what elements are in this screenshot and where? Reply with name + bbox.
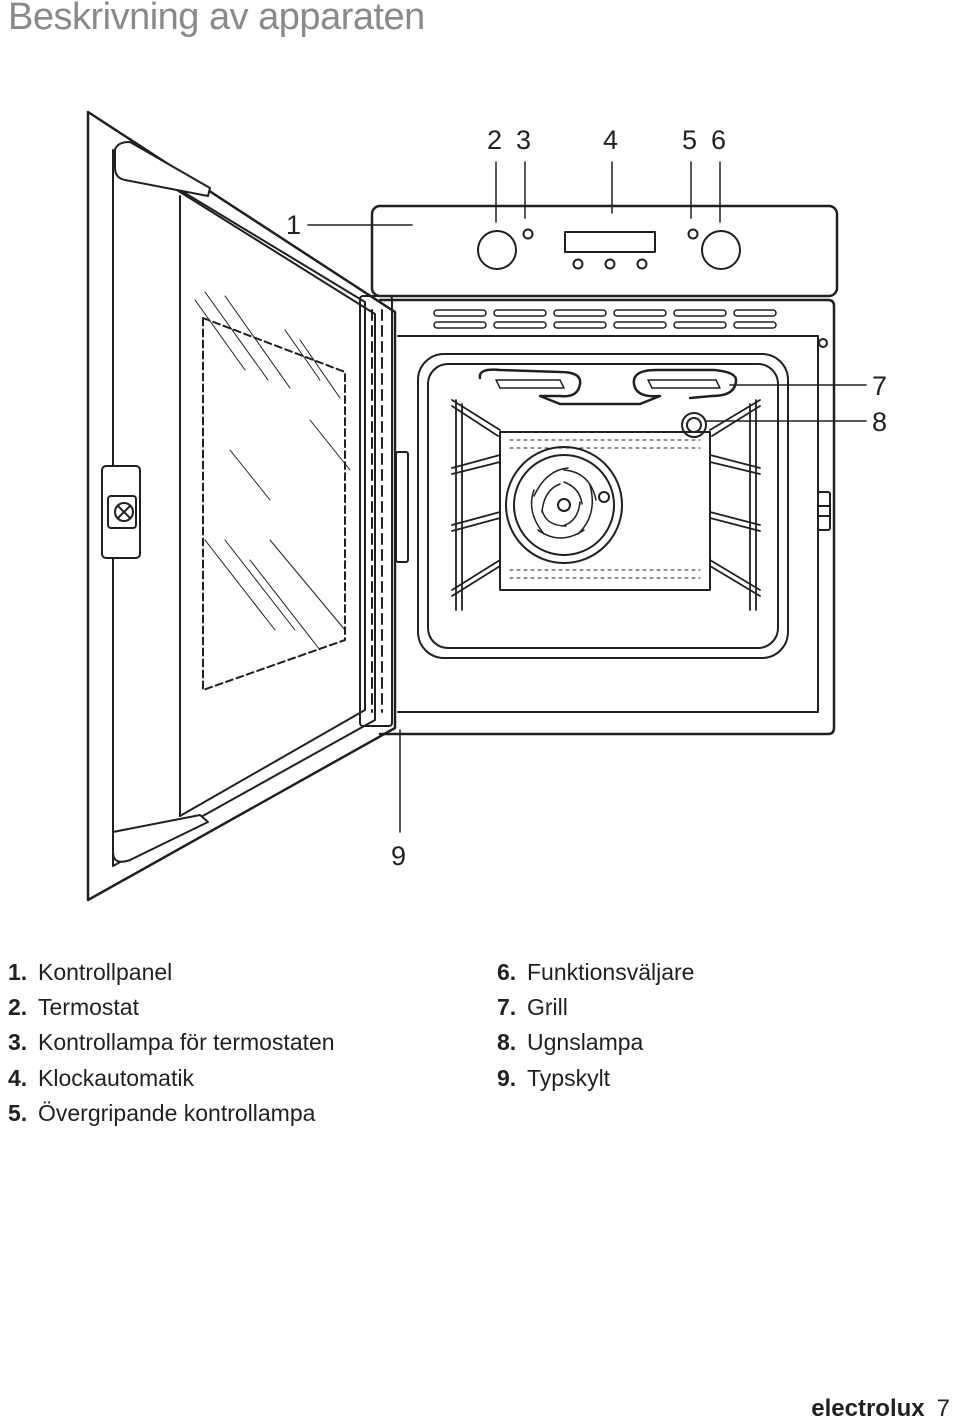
brand-name: electrolux [811, 1395, 925, 1422]
legend-item: 7.Grill [497, 994, 568, 1021]
legend-list-left: 1.Kontrollpanel 2.Termostat 3.Kontrollam… [8, 955, 335, 1131]
callout-1: 1 [286, 210, 301, 240]
legend-item: 8.Ugnslampa [497, 1029, 644, 1056]
oven-body [378, 298, 836, 736]
callout-2: 2 [487, 125, 502, 155]
legend-item: 9.Typskylt [497, 1064, 611, 1091]
page-title: Beskrivning av apparaten [8, 0, 425, 38]
vent-slots [433, 309, 777, 329]
callout-3: 3 [516, 125, 531, 155]
legend-item: 4.Klockautomatik [8, 1064, 194, 1091]
callout-5: 5 [682, 125, 697, 155]
oven-door [86, 110, 409, 902]
callout-leaders [307, 161, 867, 833]
callout-7: 7 [872, 371, 887, 401]
control-panel [370, 204, 839, 298]
legend-item: 1.Kontrollpanel [8, 959, 173, 985]
callout-8: 8 [872, 407, 887, 437]
callout-6: 6 [711, 125, 726, 155]
legend-item: 3.Kontrollampa för termostaten [8, 1029, 335, 1056]
legend-item: 5.Övergripande kontrollampa [8, 1099, 316, 1126]
oven-diagram: 1 2 3 4 5 6 7 8 9 [86, 110, 887, 902]
page-number: 7 [936, 1395, 950, 1422]
legend-list-right: 6.Funktionsväljare 7.Grill 8.Ugnslampa 9… [497, 955, 694, 1096]
callout-9: 9 [391, 841, 406, 871]
callout-4: 4 [603, 125, 618, 155]
legend-item: 2.Termostat [8, 994, 139, 1021]
legend-item: 6.Funktionsväljare [497, 959, 695, 985]
page-footer: electrolux 7 [811, 1395, 950, 1423]
